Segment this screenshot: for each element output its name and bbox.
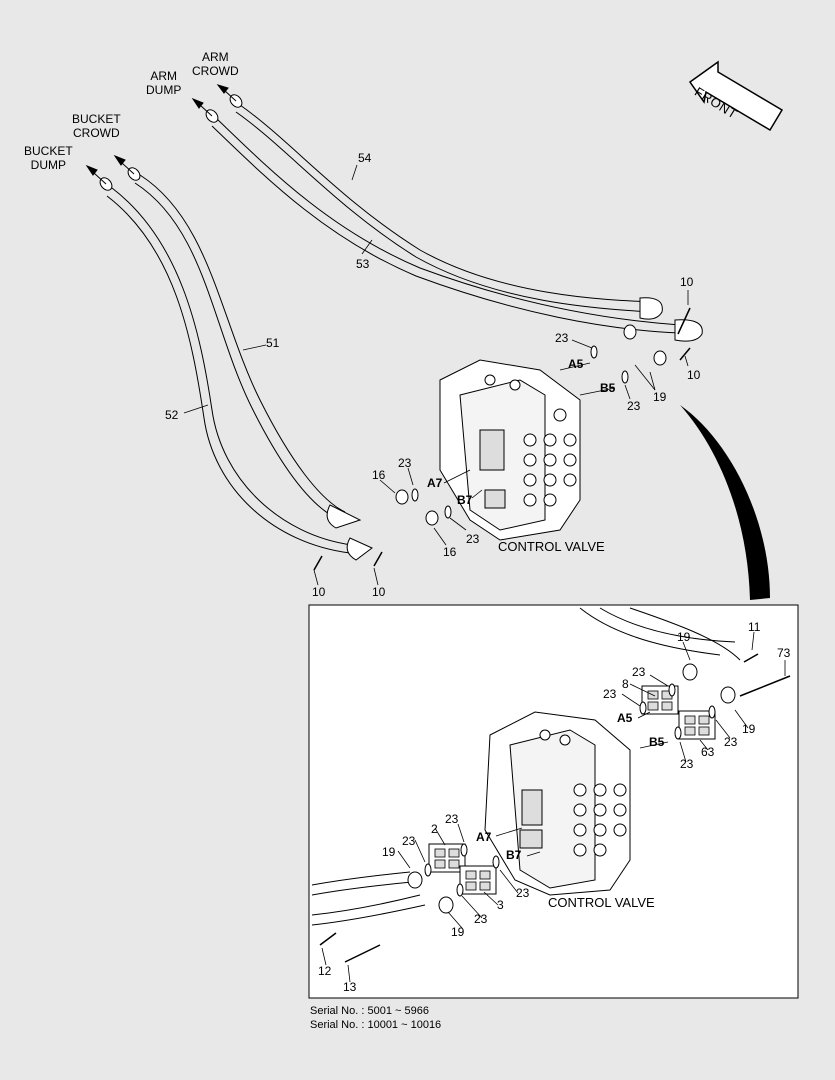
part-number-23-a7: 23 bbox=[398, 456, 412, 470]
part-number-51: 51 bbox=[266, 336, 280, 350]
main-leader-lines bbox=[183, 164, 689, 586]
detail-part-number-23-f: 23 bbox=[402, 834, 416, 848]
part-number-10-bottom: 10 bbox=[372, 585, 386, 599]
port-b7-label: B7 bbox=[457, 493, 473, 507]
detail-port-a5-label: A5 bbox=[617, 711, 633, 725]
hose-51 bbox=[134, 174, 346, 521]
detail-leader-lines bbox=[321, 631, 786, 983]
detail-part-number-19-bottom: 19 bbox=[451, 925, 465, 939]
detail-hoses bbox=[311, 607, 741, 926]
detail-part-number-63: 63 bbox=[701, 745, 715, 759]
detail-part-number-23-a: 23 bbox=[632, 665, 646, 679]
part-number-19: 19 bbox=[653, 390, 667, 404]
port-a5-label: A5 bbox=[568, 357, 584, 371]
detail-pointer-arrow bbox=[680, 405, 770, 600]
detail-part-number-3: 3 bbox=[497, 898, 504, 912]
part-number-16-top: 16 bbox=[372, 468, 386, 482]
part-number-10-right: 10 bbox=[687, 368, 701, 382]
detail-part-number-2: 2 bbox=[431, 822, 438, 836]
part-number-10-left: 10 bbox=[312, 585, 326, 599]
detail-port-b7-label: B7 bbox=[506, 848, 522, 862]
arm-dump-callout: ARM DUMP bbox=[146, 69, 182, 97]
main-bolts bbox=[313, 307, 691, 571]
detail-part-number-23-h: 23 bbox=[474, 912, 488, 926]
hose-53 bbox=[211, 117, 681, 334]
part-number-10-top: 10 bbox=[680, 275, 694, 289]
detail-control-valve-label: CONTROL VALVE bbox=[548, 895, 655, 910]
detail-part-number-12: 12 bbox=[318, 964, 332, 978]
control-valve-detail bbox=[484, 711, 631, 896]
hose-54 bbox=[235, 104, 656, 313]
control-valve-main bbox=[439, 359, 581, 541]
part-number-23-b5: 23 bbox=[627, 399, 641, 413]
serial-number-line-1: Serial No. : 5001 ~ 5966 bbox=[310, 1005, 429, 1017]
bucket-dump-callout: BUCKET DUMP bbox=[24, 144, 73, 172]
detail-part-number-23-e: 23 bbox=[445, 812, 459, 826]
detail-bolts bbox=[319, 653, 791, 963]
hose-52 bbox=[106, 187, 353, 554]
detail-orings bbox=[407, 663, 736, 914]
detail-part-number-23-b: 23 bbox=[603, 687, 617, 701]
detail-part-number-23-g: 23 bbox=[516, 886, 530, 900]
bucket-crowd-callout: BUCKET CROWD bbox=[72, 112, 121, 140]
detail-part-number-11: 11 bbox=[748, 620, 761, 634]
detail-port-a7-label: A7 bbox=[476, 830, 492, 844]
detail-part-number-23-c: 23 bbox=[724, 735, 738, 749]
part-number-54: 54 bbox=[358, 151, 372, 165]
callout-arrows bbox=[85, 84, 237, 185]
part-number-16-bottom: 16 bbox=[443, 545, 457, 559]
detail-port-b5-label: B5 bbox=[649, 735, 665, 749]
detail-part-number-8: 8 bbox=[622, 677, 629, 691]
arm-crowd-callout: ARM CROWD bbox=[192, 50, 239, 78]
detail-part-number-19-left: 19 bbox=[382, 845, 396, 859]
port-b5-label: B5 bbox=[600, 381, 616, 395]
part-number-23-a5: 23 bbox=[555, 331, 569, 345]
detail-part-number-13: 13 bbox=[343, 980, 357, 994]
port-a7-label: A7 bbox=[427, 476, 443, 490]
part-number-23-b7: 23 bbox=[466, 532, 480, 546]
main-orings bbox=[395, 324, 667, 526]
detail-part-number-19-top: 19 bbox=[677, 630, 691, 644]
serial-number-line-2: Serial No. : 10001 ~ 10016 bbox=[310, 1019, 442, 1031]
detail-part-number-23-d: 23 bbox=[680, 757, 694, 771]
part-number-53: 53 bbox=[356, 257, 370, 271]
part-number-52: 52 bbox=[165, 408, 179, 422]
control-valve-label: CONTROL VALVE bbox=[498, 539, 605, 554]
detail-part-number-19-right: 19 bbox=[742, 722, 756, 736]
detail-part-number-73: 73 bbox=[777, 646, 791, 660]
front-arrow bbox=[688, 60, 784, 132]
